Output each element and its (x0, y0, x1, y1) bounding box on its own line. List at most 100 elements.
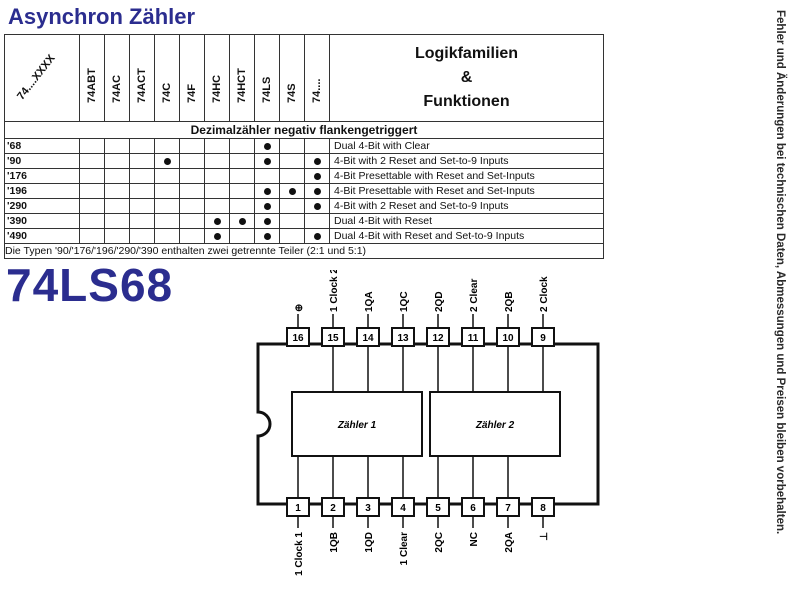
family-cell (204, 168, 230, 184)
family-cell (104, 213, 130, 229)
family-cell (304, 198, 330, 214)
row-code: '90 (4, 153, 80, 169)
family-cell (279, 138, 305, 154)
counter-1-label: Zähler 1 (337, 420, 377, 431)
family-header: 74F (179, 34, 205, 122)
bottom-pin-number: 5 (435, 503, 441, 514)
family-cell (129, 138, 155, 154)
top-pin-number: 15 (327, 333, 339, 344)
bottom-pin-label: 1QD (364, 532, 375, 553)
family-cell (229, 198, 255, 214)
header-right-cell: Logikfamilien & Funktionen (329, 34, 604, 122)
row-description: Dual 4-Bit with Reset and Set-to-9 Input… (329, 228, 604, 244)
family-cell (204, 198, 230, 214)
row-description: Dual 4-Bit with Clear (329, 138, 604, 154)
top-pin-number: 16 (292, 333, 304, 344)
bottom-pin-number: 3 (365, 503, 371, 514)
side-note: Fehler und Änderungen bei technischen Da… (772, 10, 790, 590)
family-label: 74F (186, 84, 198, 103)
table-header-row: 74....XXXX 74ABT 74AC 74ACT 74C 74F 74HC… (4, 34, 604, 122)
family-cell (204, 183, 230, 199)
package-outline (256, 342, 600, 506)
family-cell (129, 153, 155, 169)
family-cell (154, 213, 180, 229)
row-code: '490 (4, 228, 80, 244)
bottom-pin-label: 1QB (329, 532, 340, 553)
top-pin-label: 2 Clock (539, 276, 550, 312)
corner-cell: 74....XXXX (4, 34, 80, 122)
family-cell (304, 153, 330, 169)
family-cell (179, 183, 205, 199)
family-cell (254, 183, 280, 199)
bottom-pin-label: 1 Clock 1 (294, 532, 305, 576)
table-row: '90 4-Bit with 2 Reset and Set-to-9 Input… (4, 153, 604, 169)
family-cell (279, 183, 305, 199)
family-cell (154, 138, 180, 154)
support-dot-icon (263, 157, 271, 165)
family-cell (79, 213, 105, 229)
family-cell (204, 213, 230, 229)
support-dot-icon (313, 172, 321, 180)
support-dot-icon (313, 187, 321, 195)
family-cell (229, 168, 255, 184)
family-cell (179, 168, 205, 184)
section-row: Dezimalzähler negativ flankengetriggert (4, 121, 604, 139)
top-pin-label: ⊕ (294, 304, 305, 312)
family-cell (79, 228, 105, 244)
bottom-pin-number: 8 (540, 503, 546, 514)
bottom-pin-number: 7 (505, 503, 511, 514)
bottom-pin-number: 6 (470, 503, 476, 514)
row-description: 4-Bit with 2 Reset and Set-to-9 Inputs (329, 198, 604, 214)
top-pin-label: 1QA (364, 291, 375, 312)
support-dot-icon (313, 232, 321, 240)
top-pin-number: 10 (502, 333, 514, 344)
row-code: '290 (4, 198, 80, 214)
row-code: '68 (4, 138, 80, 154)
family-cell (104, 153, 130, 169)
family-cell (279, 228, 305, 244)
side-note-text: Fehler und Änderungen bei technischen Da… (774, 10, 786, 535)
table-row: '68 Dual 4-Bit with Clear (4, 138, 604, 154)
family-label: 74AC (111, 74, 123, 103)
family-cell (254, 153, 280, 169)
family-label: 74S (286, 83, 298, 103)
family-label: 74ACT (136, 68, 148, 103)
table-row: '490 Dual 4-Bit with Reset and Set-to-9 I… (4, 228, 604, 244)
footnote: Die Typen '90/'176/'196/'290/'390 enthal… (4, 243, 604, 259)
family-header: 74LS (254, 34, 280, 122)
support-dot-icon (263, 202, 271, 210)
top-pin-label: 1QC (399, 291, 410, 312)
corner-label: 74....XXXX (15, 52, 58, 103)
family-cell (229, 183, 255, 199)
family-cell (304, 228, 330, 244)
family-cell (154, 168, 180, 184)
family-label: 74C (161, 82, 173, 103)
family-cell (79, 153, 105, 169)
family-cell (104, 183, 130, 199)
family-cell (79, 183, 105, 199)
family-header: 74C (154, 34, 180, 122)
family-cell (154, 183, 180, 199)
pinout-svg: Zähler 1 Zähler 2 16⊕151 Clock 2141QA131… (256, 268, 600, 576)
support-dot-icon (263, 142, 271, 150)
top-pin-number: 14 (362, 333, 374, 344)
top-pin-label: 1 Clock 2 (329, 270, 340, 312)
table-body: '68 Dual 4-Bit with Clear '90 4-Bit with 2 … (4, 138, 604, 244)
top-pin-label: 2 Clear (469, 279, 480, 312)
family-cell (104, 198, 130, 214)
top-pin-number: 11 (468, 333, 479, 344)
family-cell (204, 153, 230, 169)
support-dot-icon (263, 217, 271, 225)
family-cell (229, 153, 255, 169)
header-right-line: Funktionen (423, 93, 510, 110)
family-cell (304, 213, 330, 229)
family-label: 74LS (261, 76, 273, 103)
family-header: 74.... (304, 34, 330, 122)
row-description: Dual 4-Bit with Reset (329, 213, 604, 229)
family-cell (154, 198, 180, 214)
part-number: 74LS68 (6, 259, 174, 311)
row-description: 4-Bit with 2 Reset and Set-to-9 Inputs (329, 153, 604, 169)
